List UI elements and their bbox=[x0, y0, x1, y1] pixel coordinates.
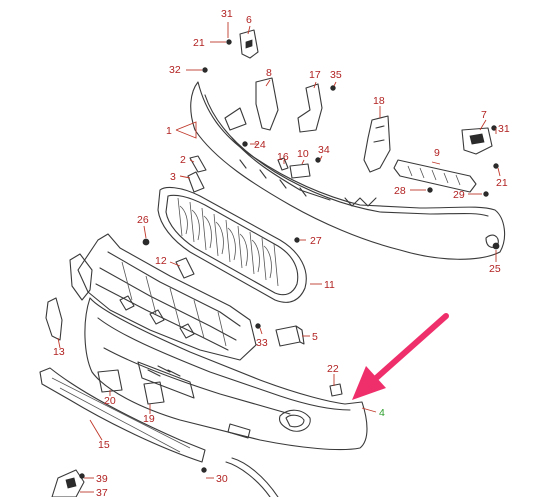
lower-bumper-cover bbox=[84, 297, 368, 451]
callout-18: 18 bbox=[373, 95, 385, 107]
callout-33: 33 bbox=[256, 337, 268, 349]
callout-labels: 31 6 21 32 8 17 35 1 24 18 7 31 2 16 10 … bbox=[53, 8, 510, 497]
callout-37: 37 bbox=[96, 487, 108, 497]
clip-2-3 bbox=[187, 155, 207, 193]
callout-4-highlighted: 4 bbox=[379, 407, 385, 419]
clip-22 bbox=[329, 383, 343, 397]
callout-24: 24 bbox=[254, 139, 266, 151]
callout-35: 35 bbox=[330, 69, 342, 81]
clip-12 bbox=[175, 257, 195, 279]
callout-3: 3 bbox=[170, 171, 176, 183]
left-side-bracket-13 bbox=[45, 297, 63, 341]
lower-garnish bbox=[39, 367, 206, 463]
callout-16: 16 bbox=[277, 151, 289, 163]
callout-26: 26 bbox=[137, 214, 149, 226]
cover-20-19 bbox=[97, 369, 165, 405]
trim-strip bbox=[225, 457, 279, 497]
callout-32: 32 bbox=[169, 64, 181, 76]
side-bracket-9 bbox=[393, 159, 477, 193]
callout-5: 5 bbox=[312, 331, 318, 343]
callout-7: 7 bbox=[481, 109, 487, 121]
callout-6: 6 bbox=[246, 14, 252, 26]
highlight-arrow bbox=[352, 313, 449, 400]
callout-1: 1 bbox=[166, 125, 172, 137]
callout-12: 12 bbox=[155, 255, 167, 267]
callout-leaders bbox=[57, 22, 501, 493]
block-5 bbox=[275, 325, 305, 347]
callout-25: 25 bbox=[489, 263, 501, 275]
clip-10-16 bbox=[277, 157, 311, 179]
callout-2: 2 bbox=[180, 154, 186, 166]
callout-13: 13 bbox=[53, 346, 65, 358]
callout-28: 28 bbox=[394, 185, 406, 197]
callout-30: 30 bbox=[216, 473, 228, 485]
upper-bumper-cover bbox=[190, 81, 506, 260]
retainer-6 bbox=[239, 29, 259, 59]
front-grille bbox=[157, 186, 307, 303]
screw-bolts bbox=[79, 39, 500, 479]
bumper-support-frame bbox=[69, 233, 257, 361]
callout-19: 19 bbox=[143, 413, 155, 425]
callout-31-right: 31 bbox=[498, 123, 510, 135]
callout-21-top: 21 bbox=[193, 37, 205, 49]
callout-20: 20 bbox=[104, 395, 116, 407]
retainer-7 bbox=[461, 127, 493, 155]
callout-17: 17 bbox=[309, 69, 321, 81]
callout-39: 39 bbox=[96, 473, 108, 485]
callout-22: 22 bbox=[327, 363, 339, 375]
callout-29: 29 bbox=[453, 189, 465, 201]
callout-21-right: 21 bbox=[496, 177, 508, 189]
callout-27: 27 bbox=[310, 235, 322, 247]
retainer-8 bbox=[255, 77, 279, 131]
callout-31-top: 31 bbox=[221, 8, 233, 20]
callout-34: 34 bbox=[318, 144, 330, 156]
callout-10: 10 bbox=[297, 148, 309, 160]
callout-15: 15 bbox=[98, 439, 110, 451]
retainer-17 bbox=[297, 83, 323, 133]
lower-clip-37 bbox=[51, 469, 85, 497]
callout-11: 11 bbox=[324, 279, 335, 291]
callout-8: 8 bbox=[266, 67, 272, 79]
callout-9: 9 bbox=[434, 147, 440, 159]
front-bracket-18 bbox=[363, 115, 391, 173]
